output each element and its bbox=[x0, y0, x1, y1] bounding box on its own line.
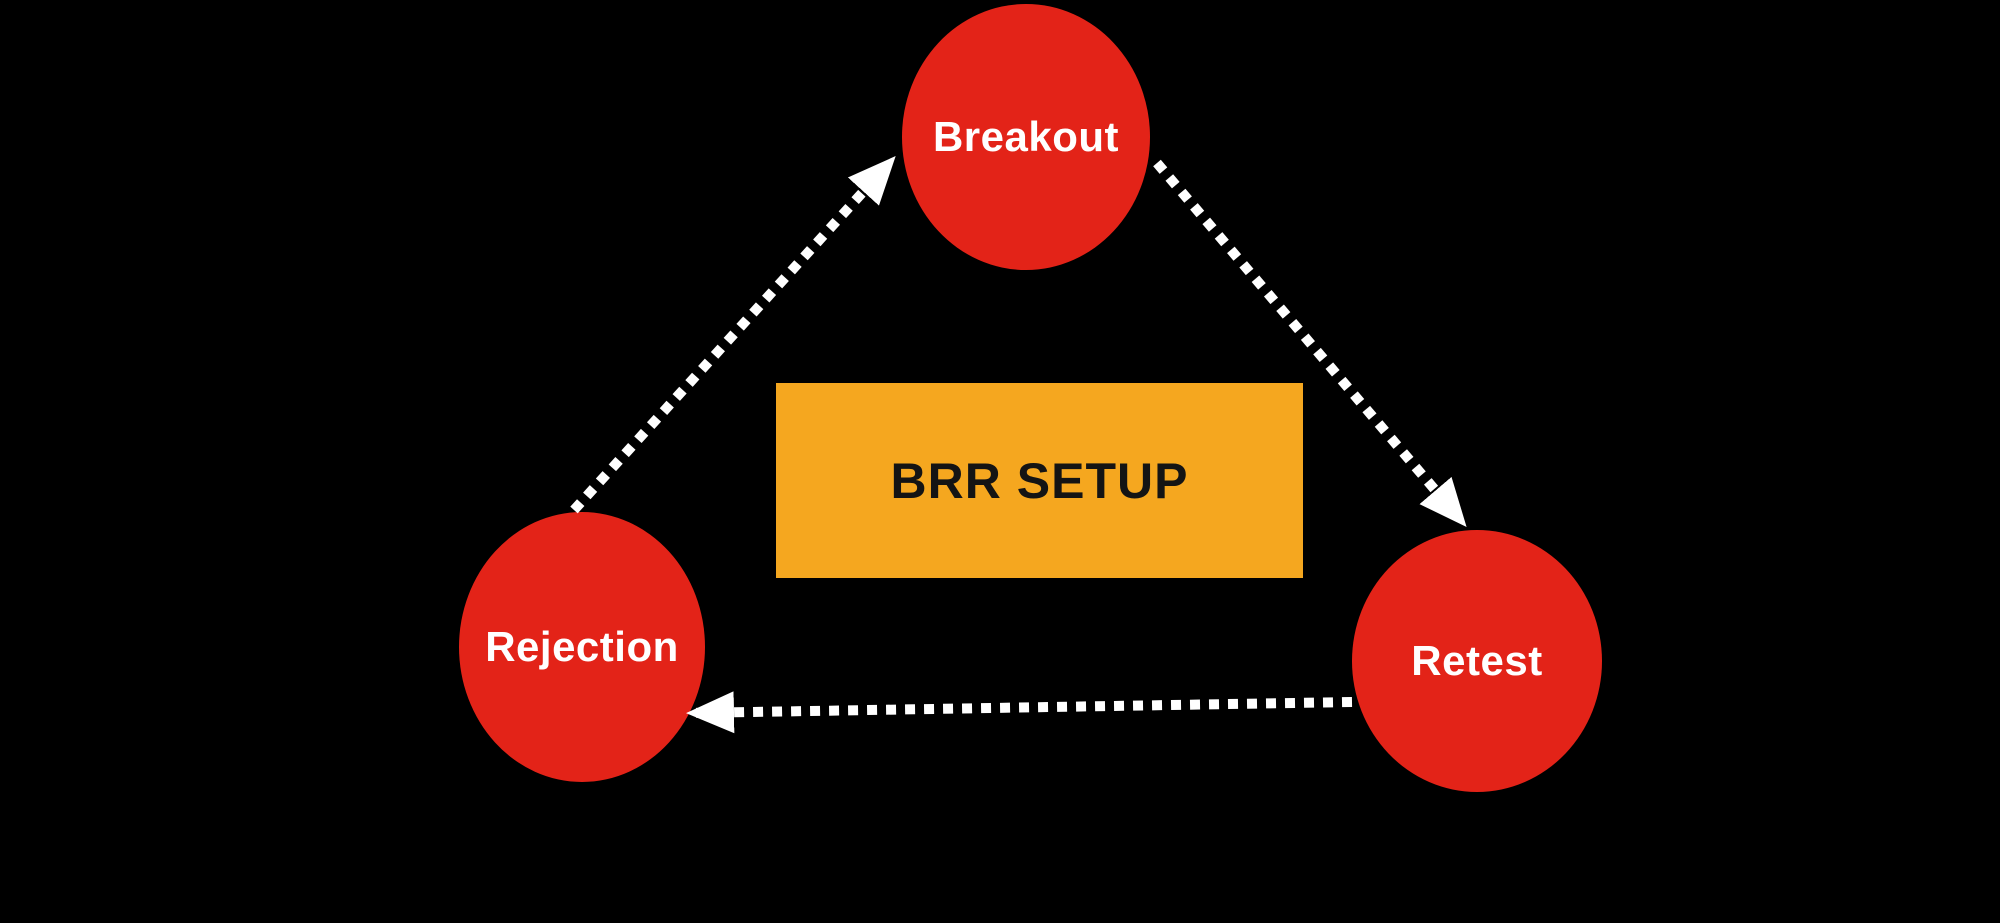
node-rejection: Rejection bbox=[459, 512, 705, 782]
node-breakout: Breakout bbox=[902, 4, 1150, 270]
setup-title: BRR SETUP bbox=[890, 452, 1189, 509]
node-breakout-label: Breakout bbox=[932, 113, 1120, 160]
node-retest-label: Retest bbox=[1411, 637, 1543, 684]
node-rejection-label: Rejection bbox=[485, 623, 679, 670]
edge-retest-to-rejection bbox=[686, 691, 1353, 734]
node-retest: Retest bbox=[1352, 530, 1602, 792]
setup-title-box: BRR SETUP bbox=[776, 383, 1303, 578]
